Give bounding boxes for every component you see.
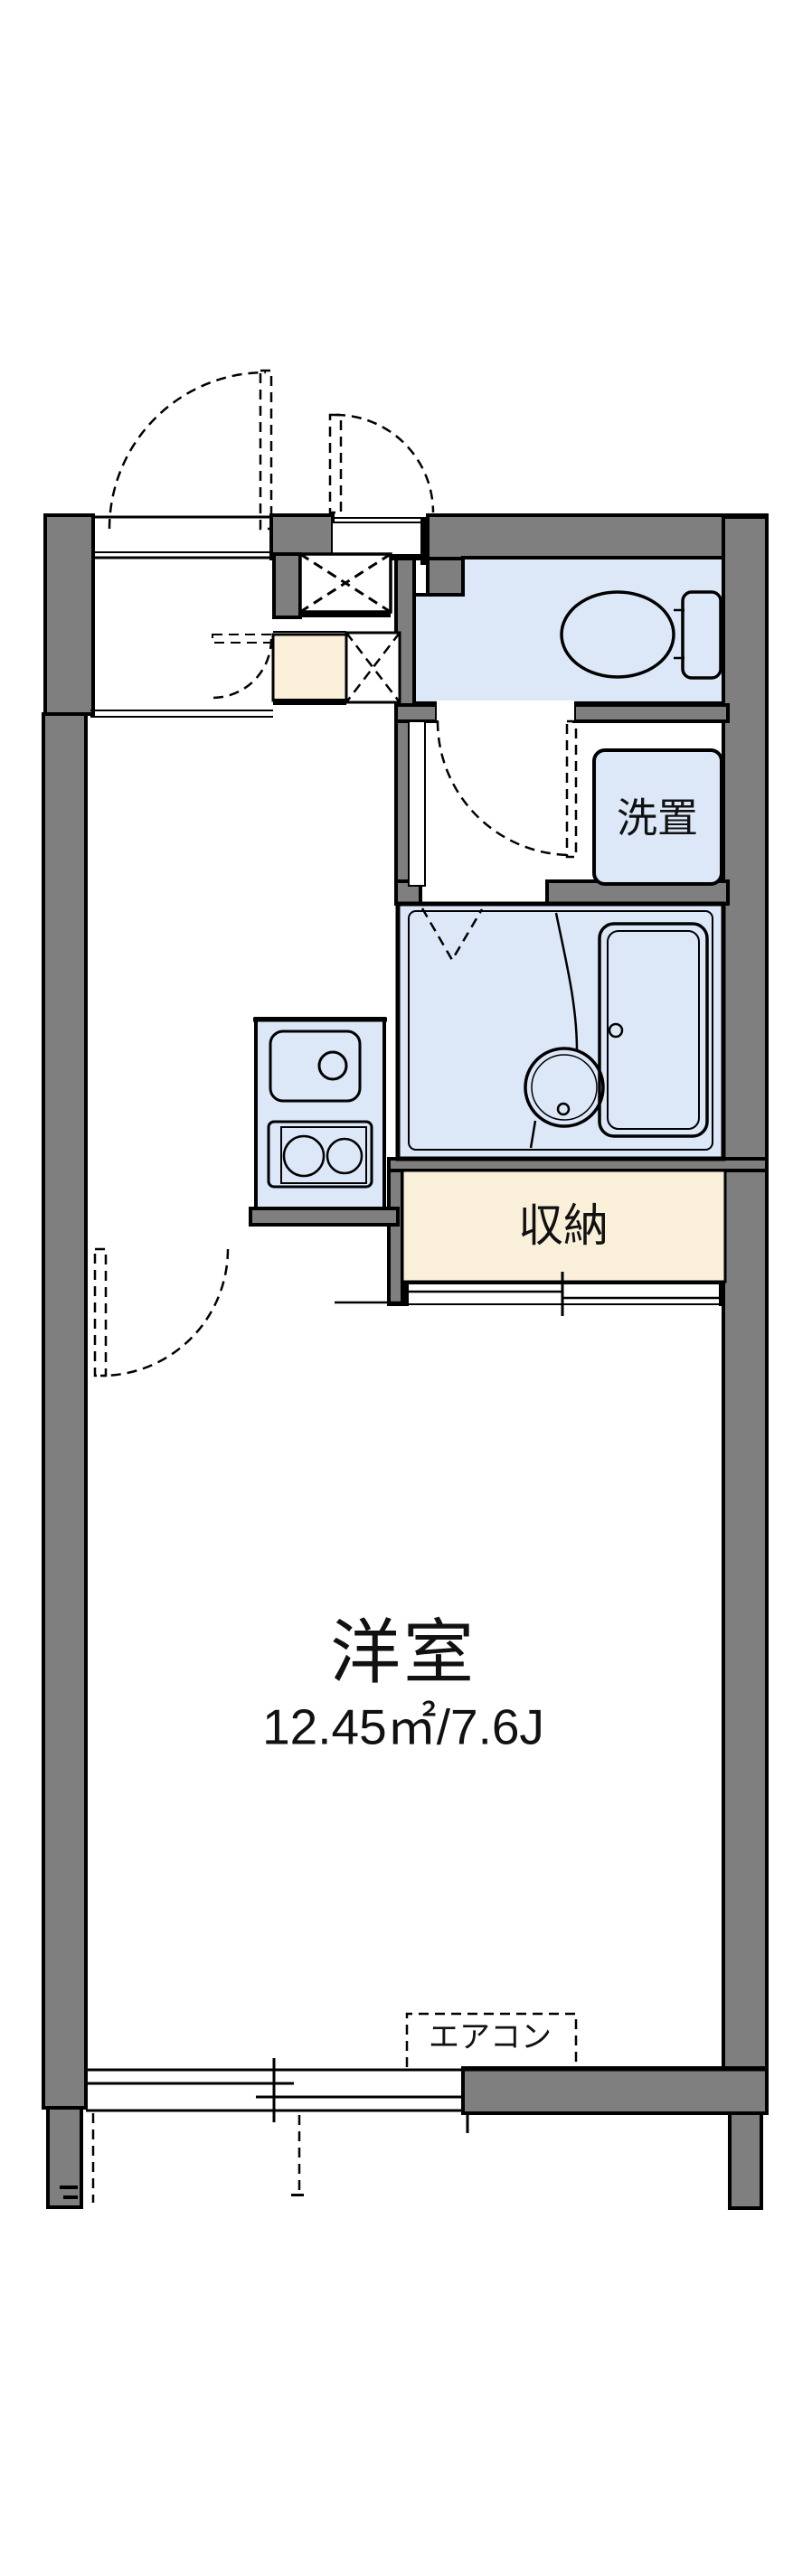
aircon-label: エアコン	[429, 2020, 552, 2054]
sliding-door-icon	[335, 1272, 725, 1316]
washer-dais	[592, 748, 723, 886]
washroom-partition	[408, 720, 426, 887]
washer-space-label: 洗置	[616, 794, 699, 841]
entrance-door-swing	[108, 369, 273, 531]
hall-closet	[271, 631, 348, 705]
sliding-window-icon	[86, 2058, 767, 2133]
folding-door-icon	[420, 907, 484, 963]
kitchen-sink-icon	[269, 1029, 362, 1103]
bathtub-icon	[598, 922, 709, 1138]
balcony-dashed-line-icon	[60, 2113, 304, 2203]
aircon-box	[405, 2012, 578, 2067]
closet-door-swing	[212, 634, 273, 700]
stove-burner-icon	[267, 1120, 373, 1189]
entrance	[90, 515, 273, 718]
main-room-label: 洋室	[329, 1612, 477, 1692]
toilet-door-swing	[436, 719, 578, 859]
walls	[42, 513, 769, 2210]
wash-basin-icon	[524, 1047, 605, 1128]
bathroom	[395, 901, 726, 1161]
storage-closet	[401, 1169, 727, 1283]
main-room-size: 12.45㎡/7.6J	[262, 1698, 544, 1755]
main-room-door-swing	[93, 1247, 230, 1377]
storage-label: 収納	[518, 1200, 609, 1251]
kitchen-counter	[253, 1017, 387, 1210]
meter-box-door-swing	[328, 413, 435, 514]
toilet-room	[412, 556, 725, 720]
toilet-icon	[560, 590, 722, 680]
overhead-cabinet-x-icon	[298, 552, 392, 617]
pipe-space-x-icon	[345, 631, 401, 704]
